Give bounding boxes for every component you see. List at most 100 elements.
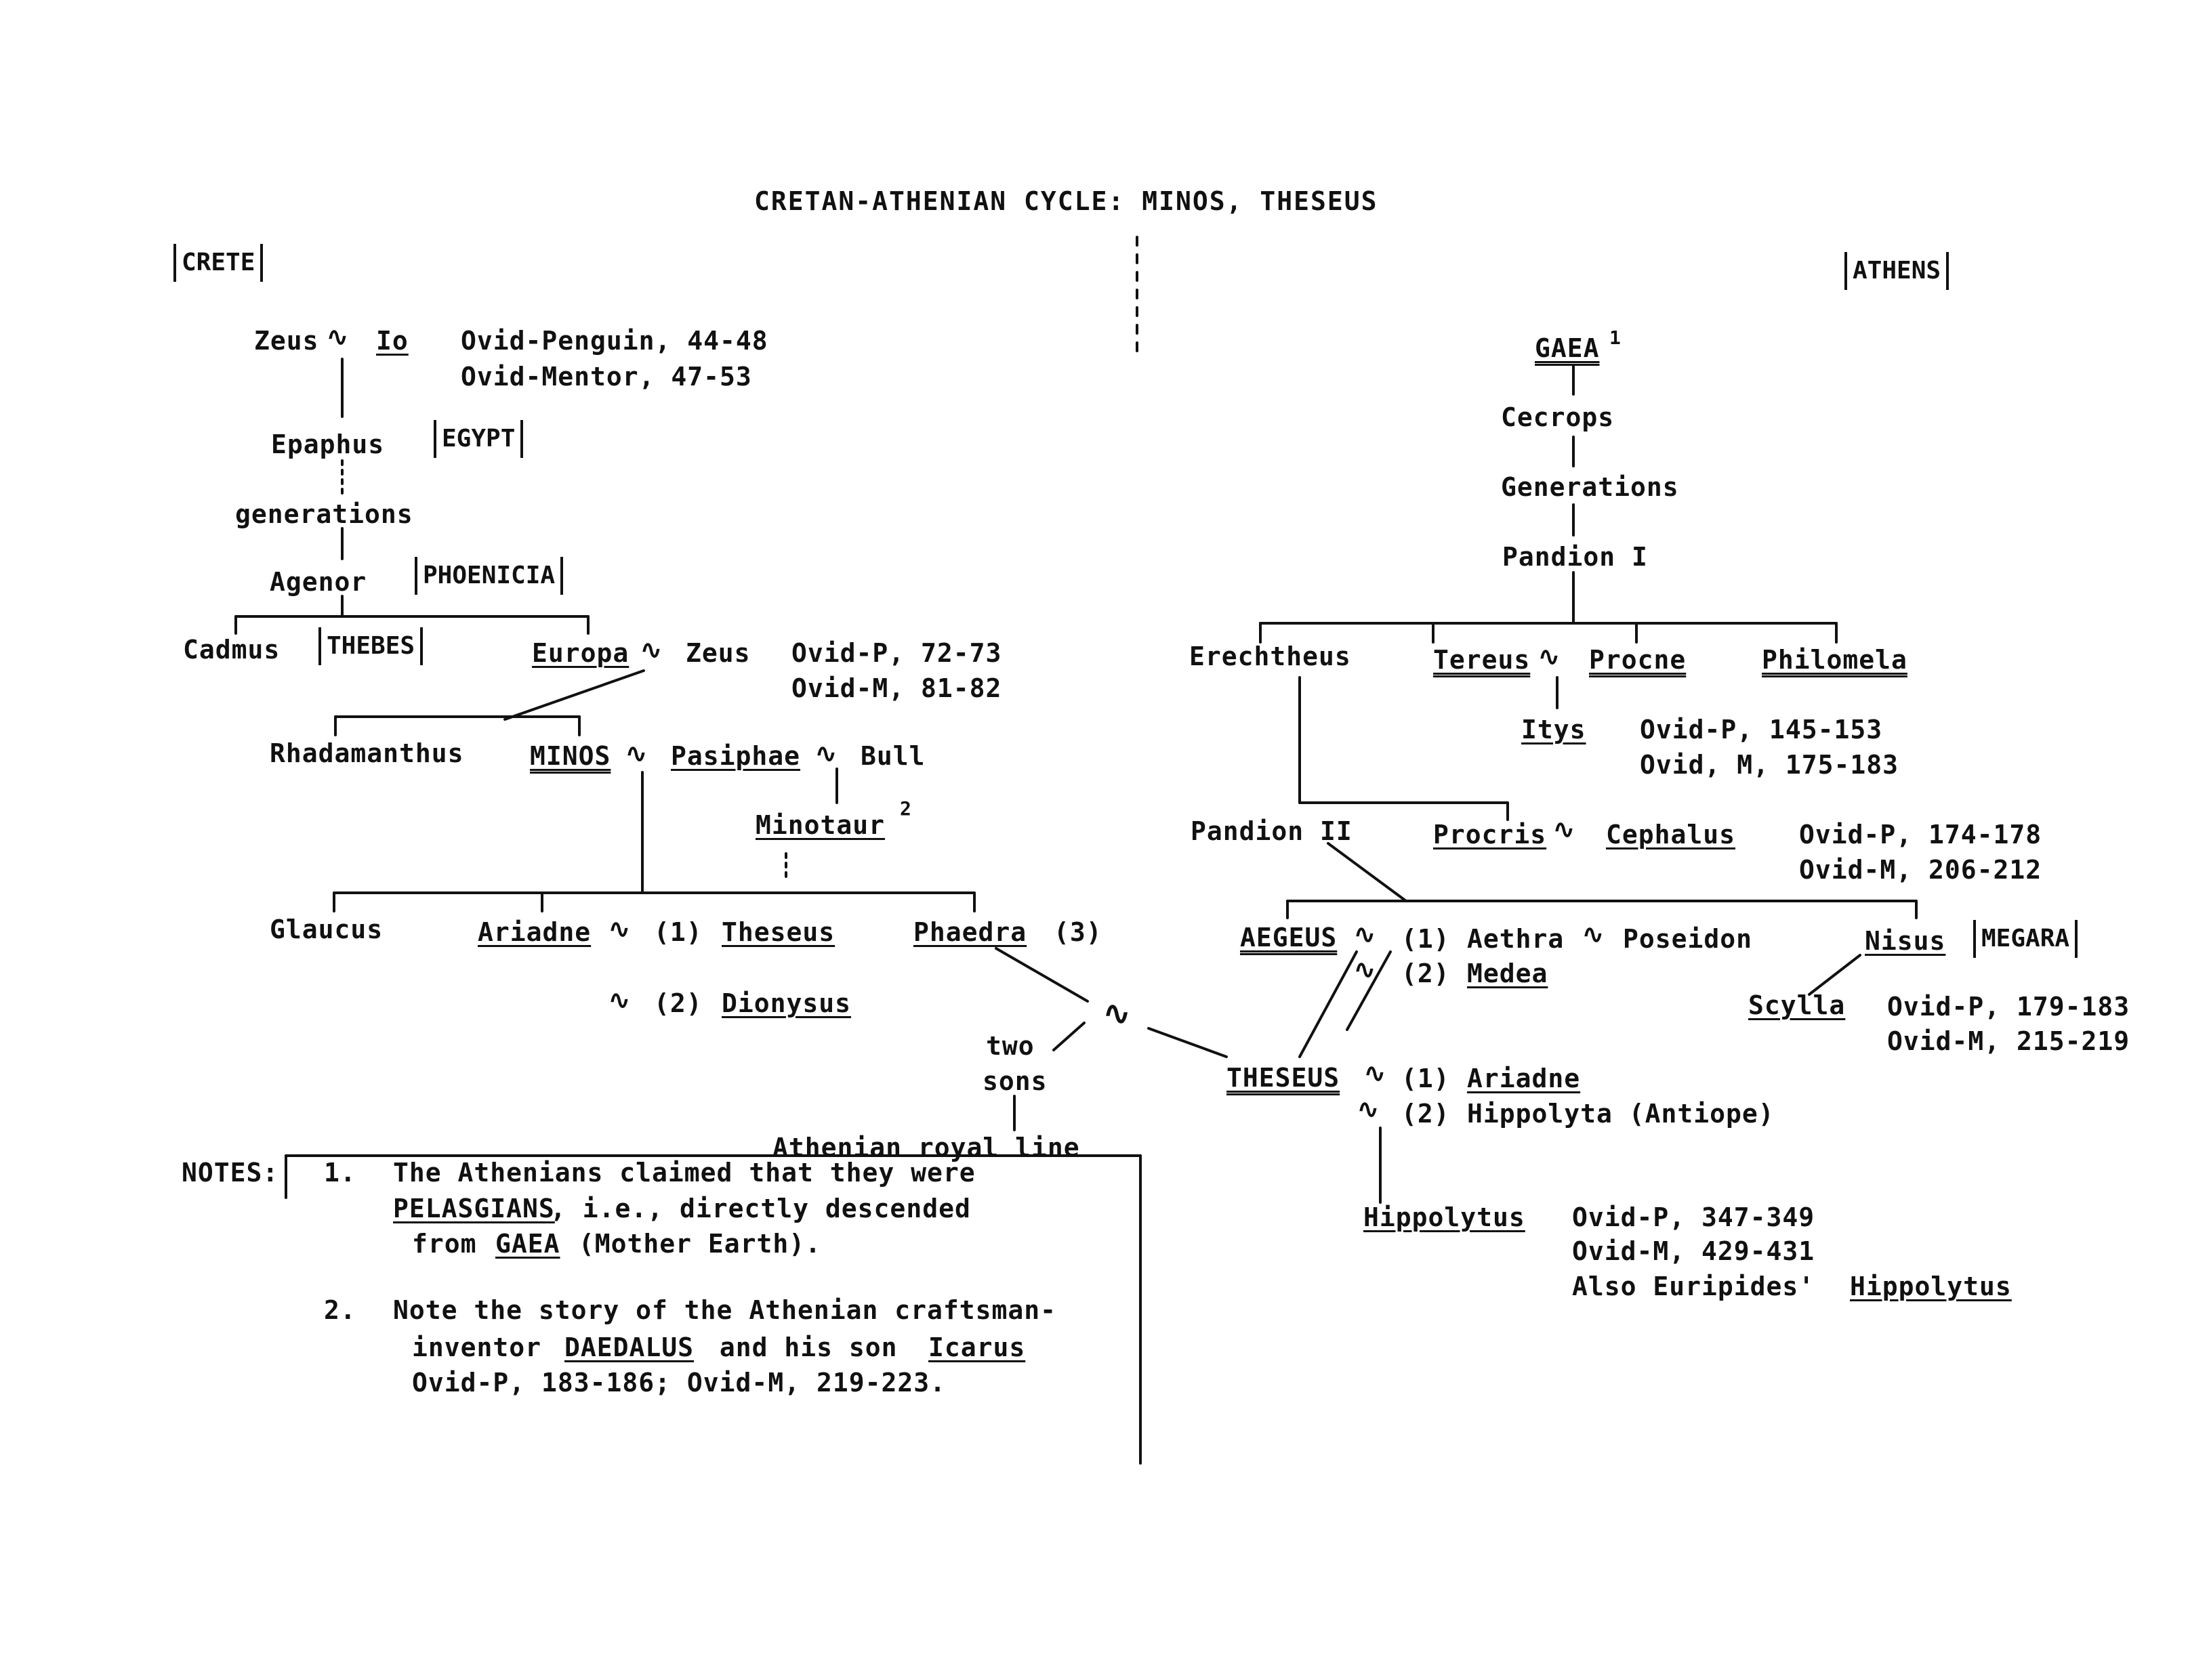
ref-europa-1: Ovid-P, 72-73: [791, 638, 1002, 668]
region-megara: MEGARA: [1973, 920, 2078, 958]
node-generations: generations: [235, 499, 413, 529]
line-europa-union: [503, 669, 645, 721]
note-2-line-3: Ovid-P, 183-186; Ovid-M, 219-223.: [412, 1368, 946, 1398]
node-cadmus: Cadmus: [183, 635, 281, 665]
ref-itys-1: Ovid-P, 145-153: [1640, 715, 1883, 744]
node-aethra: Aethra: [1467, 924, 1565, 954]
line-nisus-scylla: [1808, 954, 1861, 996]
page-title: CRETAN-ATHENIAN CYCLE: MINOS, THESEUS: [754, 186, 1378, 216]
note-2-line-2-c: and his son: [703, 1332, 914, 1362]
line-aegeus-theseus-2: [1346, 950, 1392, 1031]
note-2-daedalus: DAEDALUS: [564, 1332, 695, 1362]
ref-procris-2: Ovid-M, 206-212: [1799, 855, 2042, 885]
ref-scylla-1: Ovid-P, 179-183: [1887, 992, 2130, 1022]
ref-procris-1: Ovid-P, 174-178: [1799, 820, 2042, 849]
marriage-symbol: ∿: [1538, 642, 1561, 671]
node-bull: Bull: [861, 741, 926, 771]
note-2-icarus: Icarus: [928, 1332, 1026, 1362]
marriage-order: (2): [654, 988, 703, 1018]
node-aegeus: AEGEUS: [1240, 923, 1338, 952]
node-zeus: Zeus: [254, 326, 319, 356]
node-cephalus: Cephalus: [1606, 820, 1736, 849]
label-two: two: [986, 1031, 1035, 1061]
note-1-line-3-a: from: [412, 1229, 493, 1259]
line-union-sons: [1052, 1022, 1086, 1051]
marriage-order: (1): [1401, 1064, 1450, 1093]
node-minos: MINOS: [530, 741, 611, 771]
marriage-symbol: ∿: [625, 738, 648, 768]
note-1-line-2: , i.e., directly descended: [550, 1194, 971, 1223]
node-pandion-1: Pandion I: [1502, 542, 1648, 572]
node-theseus-small: Theseus: [722, 917, 835, 947]
note-1-pelasgians: PELASGIANS: [393, 1194, 555, 1223]
note-2-line-1: Note the story of the Athenian craftsman…: [393, 1295, 1056, 1325]
marriage-symbol: ∿: [1354, 954, 1376, 984]
node-hippolyta: Hippolyta (Antiope): [1467, 1099, 1775, 1129]
node-erechtheus: Erechtheus: [1189, 642, 1351, 671]
ref-hippolytus-2: Ovid-M, 429-431: [1572, 1236, 1815, 1266]
marriage-order: (2): [1401, 1099, 1450, 1129]
ref-europa-2: Ovid-M, 81-82: [791, 673, 1002, 703]
node-phaedra: Phaedra: [913, 917, 1027, 947]
line-aegeus-theseus: [1298, 950, 1358, 1058]
marriage-symbol: ∿: [327, 322, 349, 352]
node-poseidon: Poseidon: [1623, 924, 1753, 954]
node-procris: Procris: [1433, 820, 1547, 849]
marriage-symbol: ∿: [1103, 994, 1132, 1032]
node-hippolytus: Hippolytus: [1363, 1202, 1525, 1232]
region-phoenicia: PHOENICIA: [415, 557, 564, 595]
node-pasiphae: Pasiphae: [671, 741, 801, 771]
line-union-theseus: [1147, 1027, 1228, 1058]
ref-hippolytus-1: Ovid-P, 347-349: [1572, 1202, 1815, 1232]
footnote-marker: 1: [1609, 327, 1622, 349]
region-crete: CRETE: [173, 244, 264, 282]
note-2-line-2-a: inventor: [412, 1332, 558, 1362]
marriage-symbol: ∿: [1354, 919, 1376, 949]
note-1-line-3-c: (Mother Earth).: [562, 1229, 822, 1259]
marriage-symbol: ∿: [640, 635, 663, 665]
ref-io-1: Ovid-Penguin, 44-48: [461, 326, 768, 356]
marriage-order: (1): [1401, 924, 1450, 954]
node-medea: Medea: [1467, 959, 1548, 988]
marriage-order: (3): [1054, 917, 1102, 947]
marriage-symbol: ∿: [815, 738, 838, 768]
node-rhadamanthus: Rhadamanthus: [270, 738, 464, 768]
ref-hippolytus-3-prefix: Also Euripides': [1572, 1272, 1815, 1301]
node-tereus: Tereus: [1433, 645, 1531, 675]
node-scylla: Scylla: [1748, 990, 1846, 1020]
node-epaphus: Epaphus: [271, 429, 385, 459]
node-zeus-2: Zeus: [686, 638, 751, 668]
marriage-symbol: ∿: [1582, 919, 1605, 949]
marriage-order: (2): [1401, 959, 1450, 988]
note-2-number: 2.: [324, 1295, 356, 1325]
node-gaea: GAEA: [1535, 333, 1600, 363]
node-ariadne-athens: Ariadne: [1467, 1064, 1581, 1093]
node-dionysus: Dionysus: [722, 988, 852, 1018]
line-phaedra-union: [995, 947, 1089, 1003]
node-io: Io: [376, 326, 409, 356]
label-athenian-royal-line: Athenian royal line: [772, 1133, 1080, 1162]
marriage-symbol: ∿: [608, 985, 631, 1015]
node-itys: Itys: [1521, 715, 1586, 744]
footnote-marker: 2: [900, 797, 912, 820]
ref-scylla-2: Ovid-M, 215-219: [1887, 1026, 2130, 1056]
region-athens: ATHENS: [1844, 252, 1949, 290]
label-sons: sons: [983, 1066, 1048, 1096]
ref-itys-2: Ovid, M, 175-183: [1640, 750, 1899, 780]
ref-io-2: Ovid-Mentor, 47-53: [461, 362, 752, 392]
node-glaucus: Glaucus: [270, 915, 384, 944]
note-1-number: 1.: [324, 1158, 356, 1188]
node-philomela: Philomela: [1762, 645, 1907, 675]
node-agenor: Agenor: [270, 567, 367, 597]
region-thebes: THEBES: [318, 627, 424, 665]
ref-hippolytus-3-work: Hippolytus: [1850, 1272, 2012, 1301]
marriage-order: (1): [654, 917, 703, 947]
node-minotaur: Minotaur: [756, 810, 886, 840]
line-pandion2-diag: [1327, 842, 1407, 902]
notes-label: NOTES:: [182, 1158, 279, 1188]
marriage-symbol: ∿: [1357, 1094, 1380, 1124]
region-egypt: EGYPT: [434, 420, 524, 458]
node-pandion-2: Pandion II: [1191, 816, 1353, 846]
